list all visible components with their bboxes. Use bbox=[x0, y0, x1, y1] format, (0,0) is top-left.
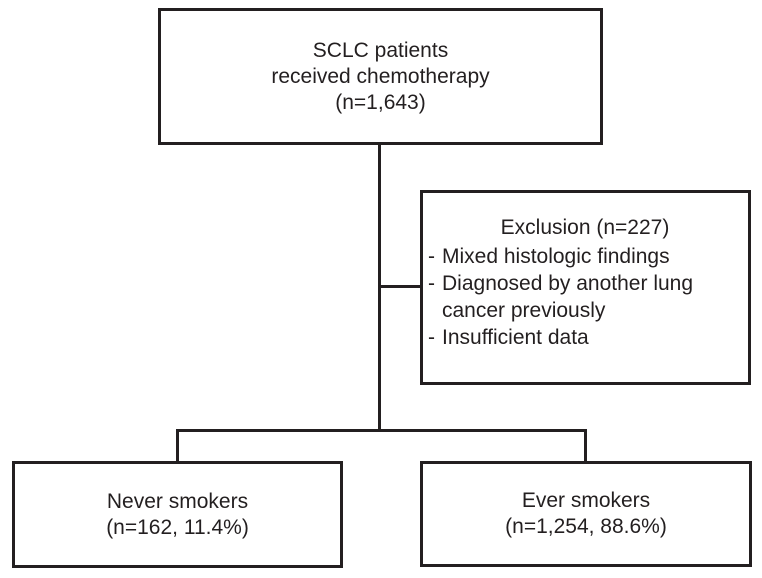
flow-box-text-line: (n=1,643) bbox=[335, 90, 426, 114]
exclusion-item: - Diagnosed by another lung cancer previ… bbox=[428, 270, 742, 324]
connector-trunk-vertical bbox=[378, 145, 381, 432]
flow-box-ever-smokers: Ever smokers (n=1,254, 88.6%) bbox=[420, 461, 752, 567]
flow-box-text-line: (n=162, 11.4%) bbox=[106, 515, 249, 539]
flow-box-text-line: Ever smokers bbox=[521, 489, 651, 512]
exclusion-item: - Mixed histologic findings bbox=[428, 243, 742, 270]
flow-box-text-line: SCLC patients bbox=[312, 38, 449, 62]
bullet-dash: - bbox=[428, 245, 435, 268]
bullet-dash: - bbox=[428, 326, 435, 349]
flow-box-text-line: (n=1,254, 88.6%) bbox=[505, 515, 667, 538]
flow-box-exclusion: Exclusion (n=227) - Mixed histologic fin… bbox=[420, 190, 751, 385]
connector-exclusion-branch bbox=[380, 285, 420, 288]
exclusion-item-text: Diagnosed by another lung cancer previou… bbox=[442, 272, 694, 322]
exclusion-item: - Insufficient data bbox=[428, 324, 742, 351]
bullet-dash: - bbox=[428, 272, 435, 295]
connector-right-drop bbox=[584, 429, 587, 462]
connector-left-drop bbox=[176, 429, 179, 462]
flow-box-text-line: Never smokers bbox=[106, 489, 249, 513]
exclusion-item-text: Mixed histologic findings bbox=[442, 245, 670, 268]
exclusion-title: Exclusion (n=227) bbox=[500, 216, 670, 239]
connector-split-horizontal bbox=[176, 429, 587, 432]
flow-box-text-line: received chemotherapy bbox=[271, 64, 490, 88]
exclusion-item-text: Insufficient data bbox=[442, 326, 589, 349]
flow-box-never-smokers: Never smokers (n=162, 11.4%) bbox=[12, 461, 343, 568]
flow-box-sclc-patients: SCLC patients received chemotherapy (n=1… bbox=[158, 8, 603, 145]
